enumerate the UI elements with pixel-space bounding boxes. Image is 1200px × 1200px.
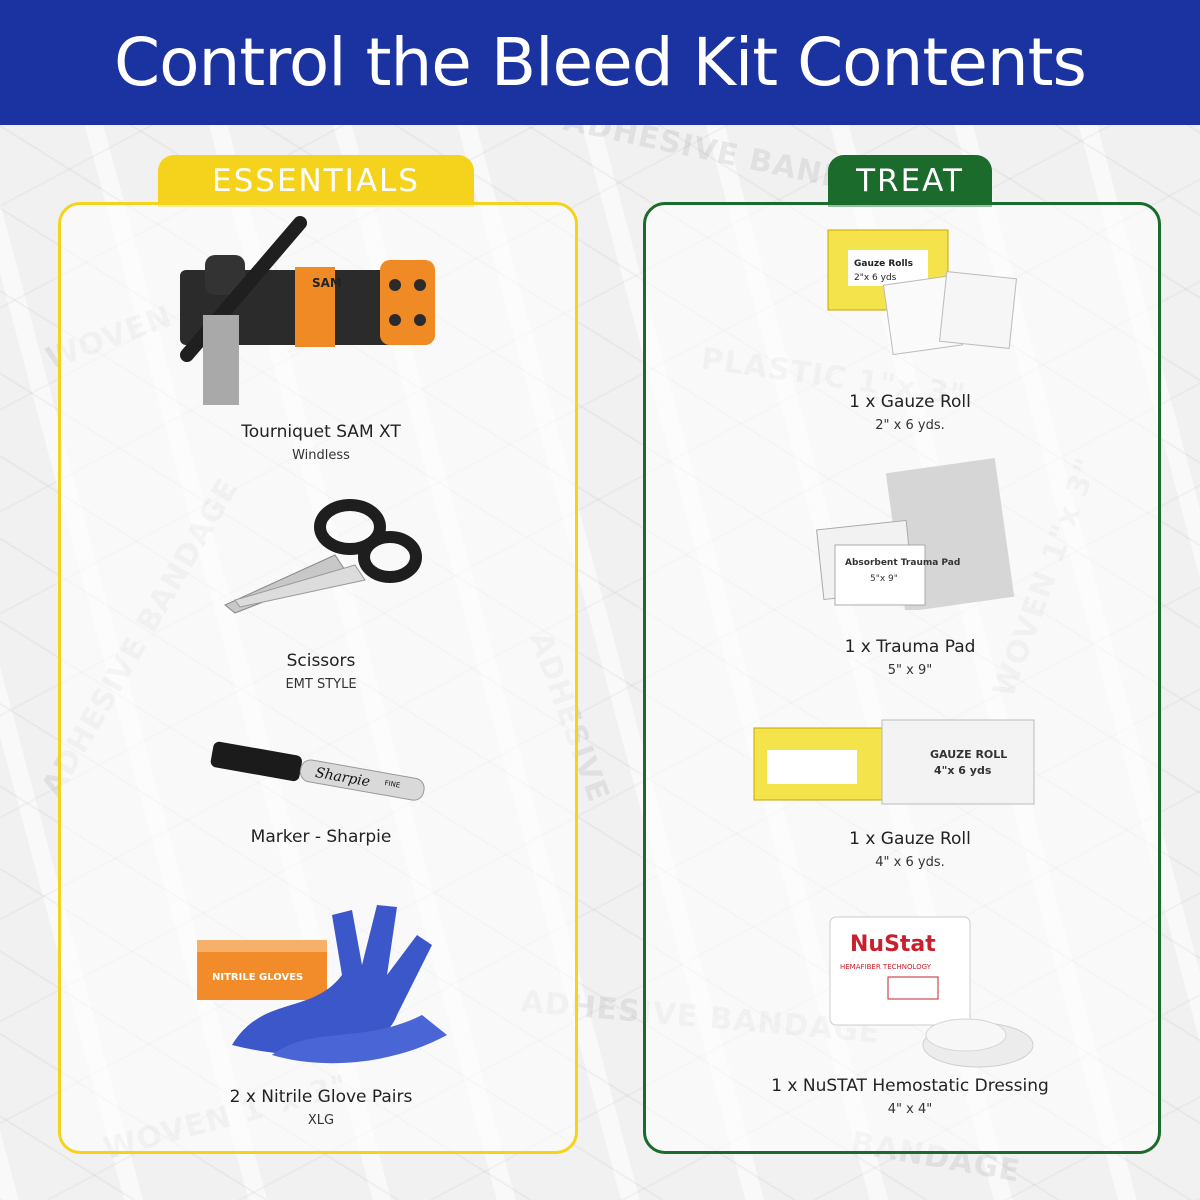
sharpie-image: Sharpie FINE [210,741,425,801]
list-item: 1 x NuSTAT Hemostatic Dressing 4" x 4" [700,1076,1120,1117]
item-sub: 5" x 9" [887,663,933,678]
list-item: Scissors EMT STYLE [118,651,524,692]
nustat-brand-text: NuStat [850,932,936,957]
tab-treat: TREAT [828,155,992,207]
nustat-tech-text: HEMAFIBER TECHNOLOGY [840,963,932,971]
scissors-image [224,499,422,614]
tab-essentials: ESSENTIALS [158,155,474,207]
gauze-box-text: Gauze Rolls [854,259,913,269]
item-name: Marker - Sharpie [250,827,392,847]
tourniquet-brand-text: SAM [312,276,342,290]
gauze-roll-small-image: Gauze Rolls 2"x 6 yds [827,229,1018,356]
list-item: 1 x Gauze Roll 4" x 6 yds. [700,829,1120,870]
glove-box-text: NITRILE GLOVES [212,972,303,983]
nustat-image: NuStat HEMAFIBER TECHNOLOGY [829,916,1034,1068]
item-name: 1 x Trauma Pad [844,637,976,657]
gloves-image: NITRILE GLOVES [197,905,447,1064]
trauma-pad-text: Absorbent Trauma Pad [845,558,960,568]
page-title: Control the Bleed Kit Contents [114,24,1087,101]
item-name: 1 x NuSTAT Hemostatic Dressing [771,1076,1049,1096]
trauma-pad-size: 5"x 9" [870,574,898,584]
item-name: 2 x Nitrile Glove Pairs [229,1087,413,1107]
gauze-large-text: GAUZE ROLL [930,748,1007,761]
item-sub: Windless [292,448,350,463]
item-name: 1 x Gauze Roll [849,392,971,412]
item-name: Scissors [286,651,356,671]
item-name: Tourniquet SAM XT [241,422,401,442]
list-item: 1 x Trauma Pad 5" x 9" [700,637,1120,678]
item-sub: EMT STYLE [285,677,357,692]
tab-treat-label: TREAT [856,163,964,199]
gauze-box-size: 2"x 6 yds [854,273,897,283]
tab-essentials-label: ESSENTIALS [212,163,420,199]
list-item: 1 x Gauze Roll 2" x 6 yds. [700,392,1120,433]
item-sub: 4" x 6 yds. [875,855,945,870]
item-sub: 4" x 4" [887,1102,933,1117]
title-banner: Control the Bleed Kit Contents [0,0,1200,125]
item-sub: XLG [307,1113,335,1128]
item-name: 1 x Gauze Roll [849,829,971,849]
trauma-pad-image: Absorbent Trauma Pad 5"x 9" [816,458,1015,610]
list-item: Tourniquet SAM XT Windless [118,422,524,463]
tourniquet-image: SAM [180,216,435,405]
list-item: 2 x Nitrile Glove Pairs XLG [118,1087,524,1128]
gauze-roll-large-image: GAUZE ROLL 4"x 6 yds [753,719,1035,805]
gauze-large-size: 4"x 6 yds [934,764,992,777]
list-item: Marker - Sharpie [118,827,524,847]
sharpie-fine-text: FINE [384,779,401,790]
item-sub: 2" x 6 yds. [875,418,945,433]
